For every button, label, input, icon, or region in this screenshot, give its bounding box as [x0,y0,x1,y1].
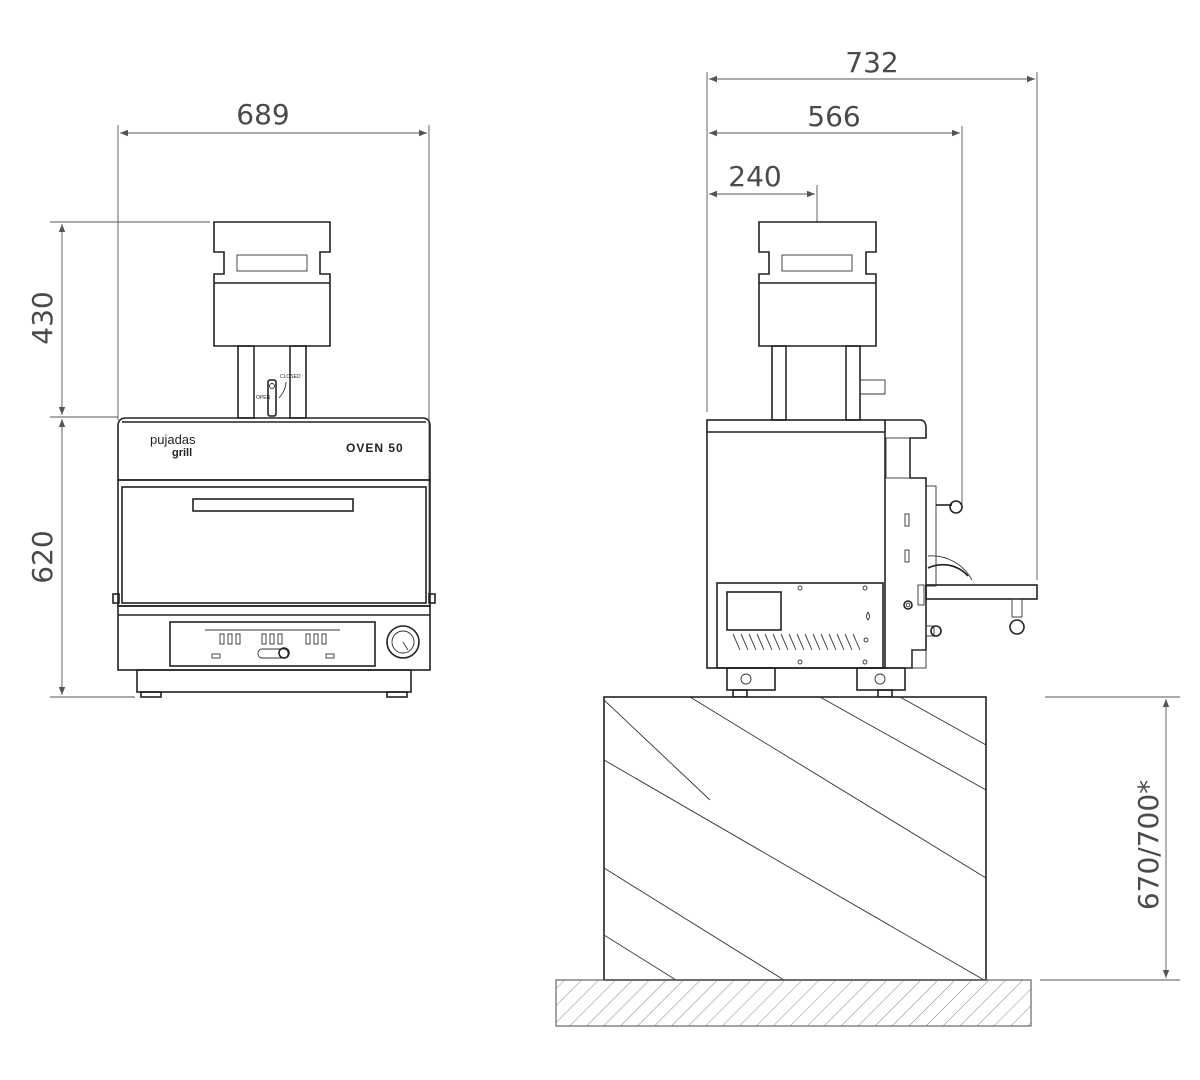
side-vent-panel [716,582,884,669]
front-width-label: 689 [236,98,289,131]
side-chimney [758,221,886,421]
front-damper-lever: CLOSED OPEN [256,374,301,417]
front-height-dimensions: 430 620 [26,221,210,698]
front-view: 689 430 620 CLOSED OPEN [26,98,436,698]
front-control-panel [117,605,431,671]
side-handles [911,500,1038,669]
stand-height-label: 670/700* [1132,780,1165,910]
damper-open-label: OPEN [256,395,271,401]
vent-slots [732,633,861,651]
brand-logo-subtext: grill [172,447,192,459]
side-depth-dimensions: 732 566 240 [706,46,1038,580]
stand-block [555,696,1032,1027]
stand-height-dimension: 670/700* [1040,696,1180,981]
front-chimney [213,221,331,419]
front-chimney-height-label: 430 [26,291,59,344]
model-label: OVEN 50 [346,441,404,455]
side-chimney-offset-label: 240 [728,160,781,193]
side-total-depth-label: 732 [845,46,898,79]
front-base [136,669,412,698]
side-feet [726,667,906,698]
side-body-depth-label: 566 [807,100,860,133]
front-body-height-label: 620 [26,530,59,583]
front-top-panel: pujadas grill OVEN 50 [117,417,431,481]
front-width-dimension: 689 [117,98,430,598]
damper-closed-label: CLOSED [280,374,301,380]
floor-hatch [555,979,1032,1027]
thermometer-dial [386,625,420,659]
brand-logo-text: pujadas [150,432,196,447]
front-oven-door [112,479,436,607]
side-view: 732 566 240 [555,46,1180,1027]
